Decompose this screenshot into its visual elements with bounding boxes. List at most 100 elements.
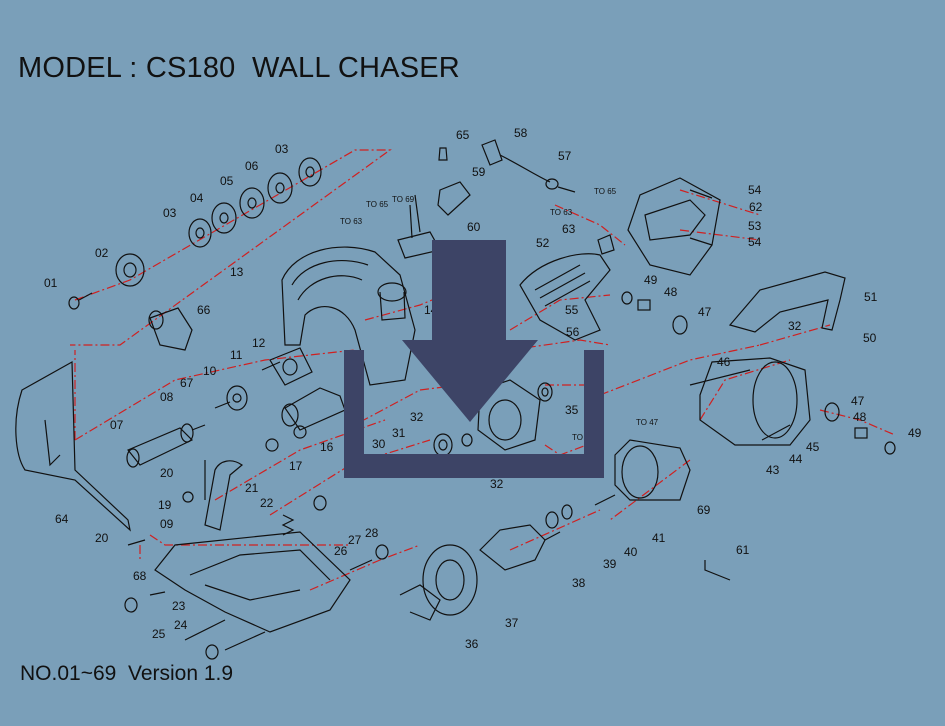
- part-49-cap: [621, 291, 633, 305]
- part-label-04: 04: [190, 191, 204, 205]
- part-31-gear: [433, 433, 453, 457]
- part-13-guard: [281, 246, 416, 386]
- part-label-20: 20: [95, 531, 109, 545]
- part-48-brush: [637, 299, 651, 311]
- download-icon[interactable]: [344, 240, 604, 478]
- part-47-bearing: [672, 315, 688, 335]
- part-label-54: 54: [748, 183, 762, 197]
- part-43-motor-housing: [699, 357, 811, 446]
- part-label-47: 47: [698, 305, 712, 319]
- part-label-32: 32: [490, 477, 504, 491]
- part-label-05: 05: [220, 174, 234, 188]
- part-label-32: 32: [410, 410, 424, 424]
- wire-ref-label: TO 47: [636, 418, 659, 427]
- wire-ref-label: TO 65: [366, 200, 389, 209]
- washer-stack: [188, 157, 322, 248]
- part-label-69: 69: [697, 503, 711, 517]
- part-label-22: 22: [260, 496, 274, 510]
- part-35-bearing: [537, 382, 553, 402]
- part-label-63: 63: [562, 222, 576, 236]
- part-label-10: 10: [203, 364, 217, 378]
- part-label-43: 43: [766, 463, 780, 477]
- part-52-handle-cover: [519, 253, 611, 341]
- part-label-13: 13: [230, 265, 244, 279]
- part-label-19: 19: [158, 498, 172, 512]
- part-label-08: 08: [160, 390, 174, 404]
- part-10-washer: [226, 385, 248, 411]
- part-label-48: 48: [664, 285, 678, 299]
- part-label-58: 58: [514, 126, 528, 140]
- part-label-47: 47: [851, 394, 865, 408]
- part-59-clamp: [437, 181, 471, 216]
- part-label-51: 51: [864, 290, 878, 304]
- part-label-49: 49: [908, 426, 922, 440]
- part-label-38: 38: [572, 576, 586, 590]
- part-label-01: 01: [44, 276, 58, 290]
- part-01-bolt: [68, 292, 93, 310]
- part-label-39: 39: [603, 557, 617, 571]
- part-label-26: 26: [334, 544, 348, 558]
- part-63-brush: [597, 234, 615, 255]
- part-label-32: 32: [788, 319, 802, 333]
- part-22-spring: [281, 514, 295, 536]
- part-label-06: 06: [245, 159, 259, 173]
- part-48b-brush: [854, 427, 868, 439]
- small-screws: [124, 189, 791, 660]
- part-label-03: 03: [163, 206, 177, 220]
- wire-ref-label: TO 69: [392, 195, 415, 204]
- part-label-48: 48: [853, 410, 867, 424]
- part-label-37: 37: [505, 616, 519, 630]
- part-label-25: 25: [152, 627, 166, 641]
- wire-ref-label: TO 63: [340, 217, 363, 226]
- part-12-bearing-plate: [269, 347, 313, 386]
- part-label-36: 36: [465, 637, 479, 651]
- part-label-24: 24: [174, 618, 188, 632]
- part-label-55: 55: [565, 303, 579, 317]
- part-66-nozzle: [148, 307, 193, 351]
- part-label-31: 31: [392, 426, 406, 440]
- part-label-41: 41: [652, 531, 666, 545]
- part-label-35: 35: [565, 403, 579, 417]
- part-label-40: 40: [624, 545, 638, 559]
- part-51-rear-handle: [728, 271, 846, 333]
- part-label-30: 30: [372, 437, 386, 451]
- part-label-49: 49: [644, 273, 658, 287]
- part-label-45: 45: [806, 440, 820, 454]
- part-label-02: 02: [95, 246, 109, 260]
- part-61-hex-key: [704, 560, 731, 581]
- part-label-64: 64: [55, 512, 69, 526]
- version-label: NO.01~69 Version 1.9: [20, 662, 234, 685]
- part-label-60: 60: [467, 220, 481, 234]
- part-label-65: 65: [456, 128, 470, 142]
- part-65-cap: [438, 147, 448, 161]
- part-49b-cap: [884, 441, 896, 455]
- part-14-gearbox: [477, 379, 541, 451]
- part-30-handle: [281, 387, 346, 431]
- part-label-50: 50: [863, 331, 877, 345]
- wire-ref-label: TO: [572, 433, 583, 442]
- part-label-67: 67: [180, 376, 194, 390]
- part-label-16: 16: [320, 440, 334, 454]
- part-label-28: 28: [365, 526, 379, 540]
- part-label-11: 11: [230, 348, 243, 362]
- part-58-plug: [481, 139, 503, 166]
- part-07-spindle: [126, 423, 206, 468]
- part-39-bearing: [545, 511, 559, 529]
- parts-art: [15, 139, 896, 660]
- part-02-flange: [115, 253, 145, 287]
- part-label-03: 03: [275, 142, 289, 156]
- part-23-base-plate: [154, 531, 351, 633]
- part-47b-bearing: [824, 402, 840, 422]
- part-label-27: 27: [348, 533, 362, 547]
- part-36-bracket: [399, 584, 441, 621]
- part-label-17: 17: [289, 459, 303, 473]
- part-64-blade-guard: [15, 360, 131, 532]
- part-label-66: 66: [197, 303, 211, 317]
- part-40-washer: [561, 504, 573, 520]
- part-69-stator: [614, 439, 691, 501]
- part-label-09: 09: [160, 517, 174, 531]
- part-38-armature: [479, 524, 561, 571]
- part-21-bracket: [204, 460, 243, 531]
